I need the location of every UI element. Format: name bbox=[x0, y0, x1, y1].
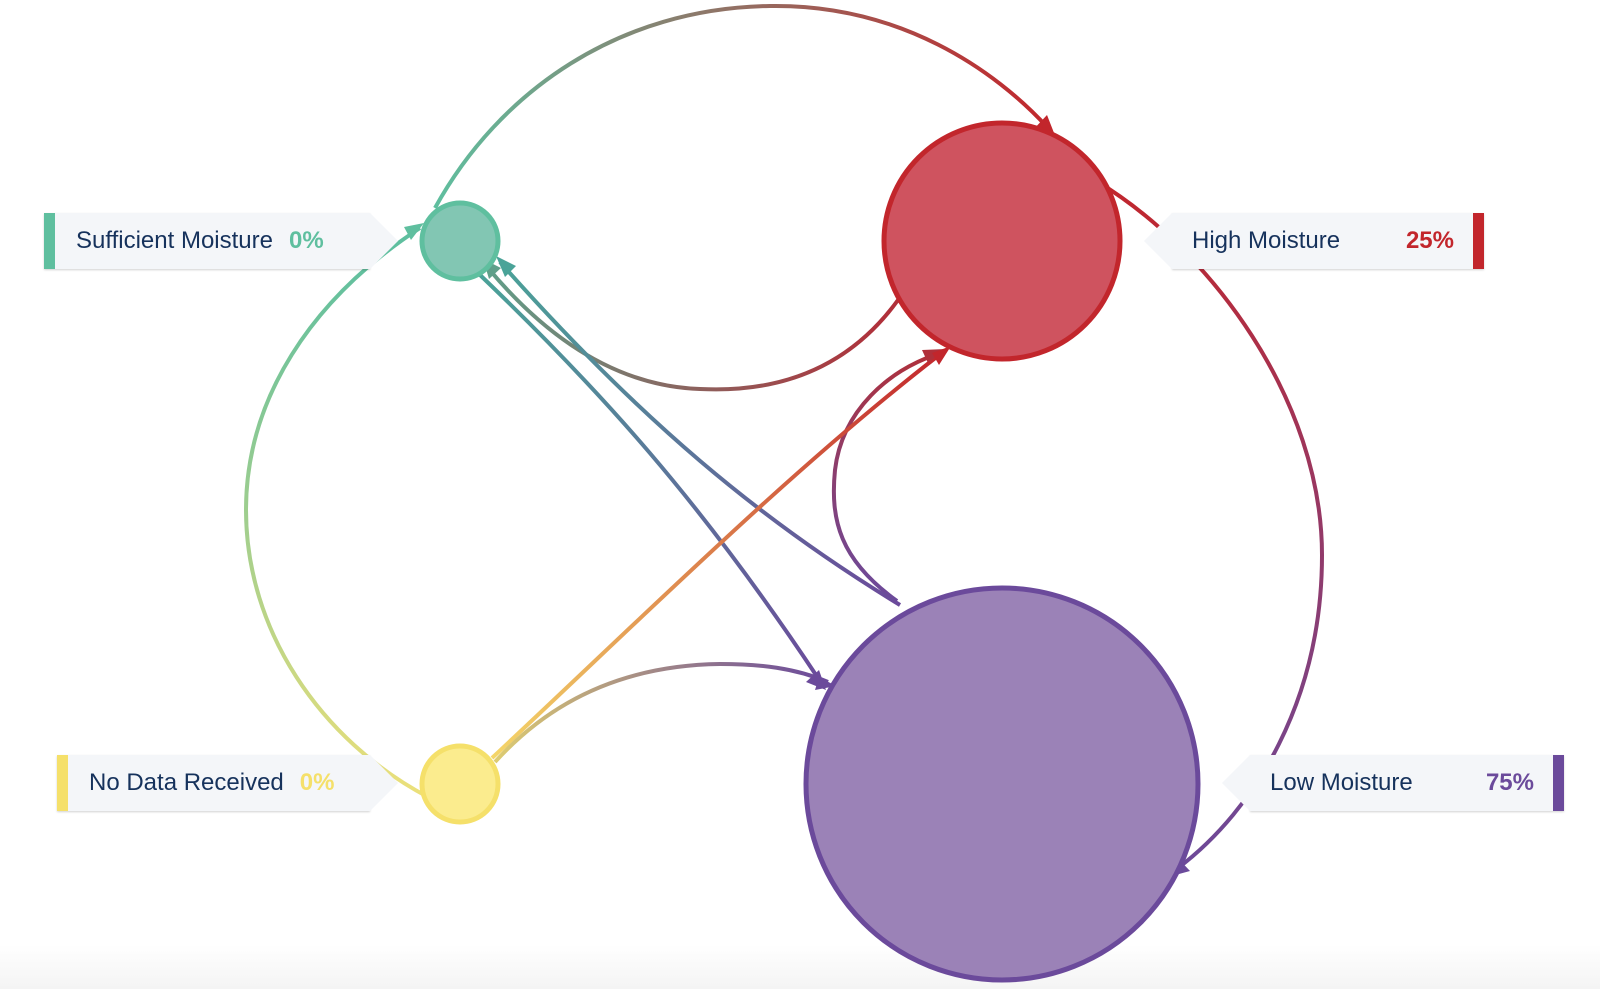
arrowhead-high-from-nodata bbox=[932, 346, 951, 365]
legend-high-moisture: High Moisture 25% bbox=[1144, 213, 1484, 269]
no-data-received-node[interactable] bbox=[419, 743, 501, 825]
legend-color-bar bbox=[1553, 755, 1564, 811]
legend-percent: 0% bbox=[288, 227, 324, 254]
edge-nodata-to-low bbox=[493, 661, 829, 764]
legend-color-bar bbox=[44, 213, 55, 269]
edge-sufficient-to-high bbox=[433, 3, 1050, 209]
legend-sufficient-moisture: Sufficient Moisture 0% bbox=[44, 213, 398, 269]
legend-percent: 0% bbox=[299, 769, 335, 796]
edge-sufficient-to-low bbox=[476, 271, 820, 680]
legend-label: Sufficient Moisture bbox=[76, 227, 273, 254]
legend-no-data-received: No Data Received 0% bbox=[57, 755, 398, 811]
high-moisture-node[interactable] bbox=[881, 120, 1123, 362]
edge-nodata-to-high bbox=[490, 350, 945, 760]
state-nodes bbox=[419, 120, 1201, 983]
legend-label: No Data Received bbox=[89, 769, 284, 796]
arrowhead-sufficient-from-low bbox=[496, 256, 516, 277]
legend-color-bar bbox=[57, 755, 68, 811]
legend-label: Low Moisture bbox=[1270, 769, 1413, 796]
edge-low-to-sufficient bbox=[498, 260, 902, 607]
edge-high-to-sufficient bbox=[486, 266, 900, 392]
edge-nodata-to-sufficient bbox=[243, 226, 429, 799]
legend-label: High Moisture bbox=[1192, 227, 1341, 254]
low-moisture-node[interactable] bbox=[803, 585, 1201, 983]
sufficient-moisture-node[interactable] bbox=[419, 200, 501, 282]
edge-low-to-high bbox=[831, 353, 936, 603]
legend-low-moisture: Low Moisture 75% bbox=[1222, 755, 1564, 811]
legend-percent: 75% bbox=[1485, 769, 1534, 796]
arrowhead-sufficient-from-nodata bbox=[404, 223, 424, 240]
legend-percent: 25% bbox=[1405, 227, 1454, 254]
legend-color-bar bbox=[1473, 213, 1484, 269]
